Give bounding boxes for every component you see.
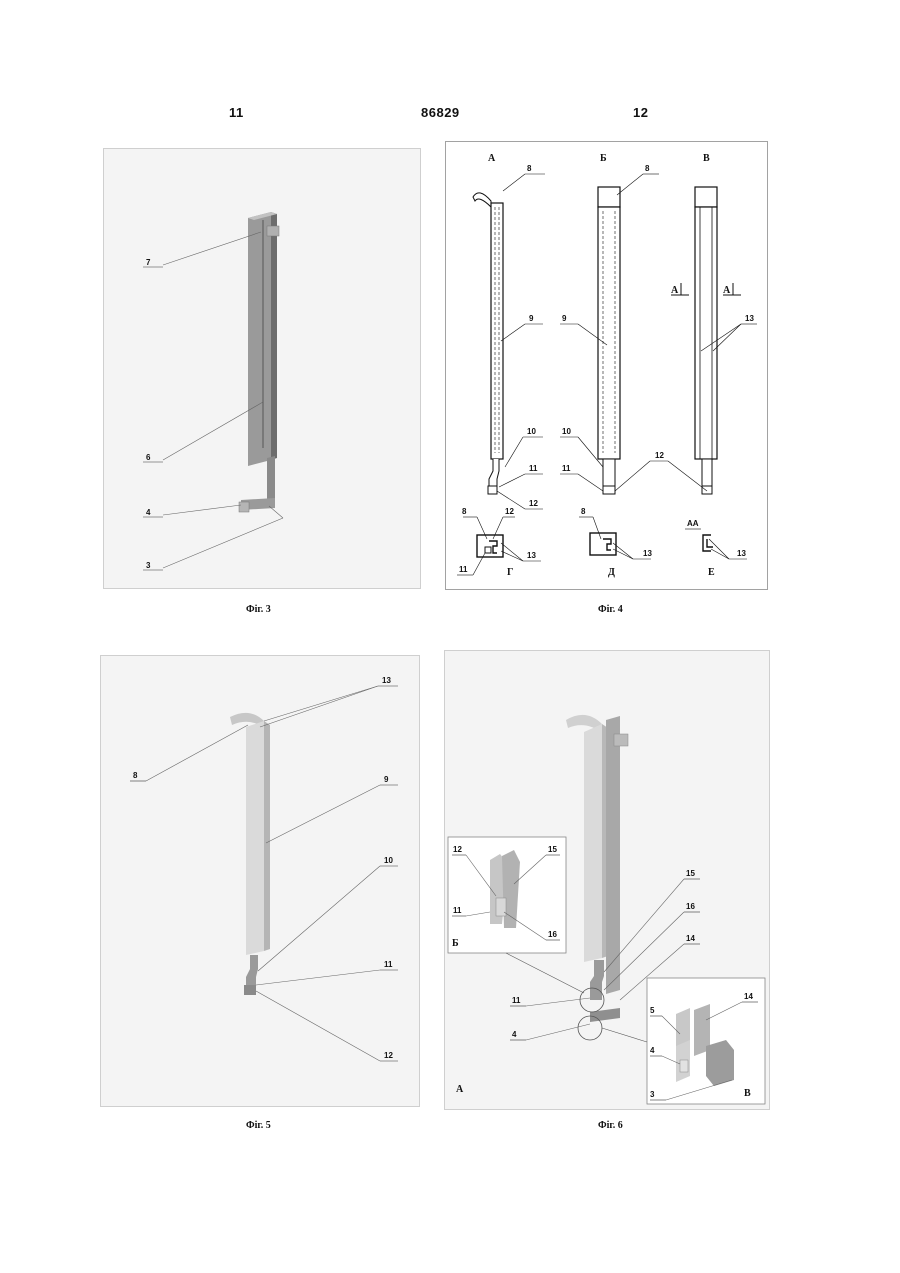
view-a-title: А <box>488 153 496 164</box>
figure-4-drawing: А Б В 8 9 10 11 12 8 <box>445 141 768 590</box>
figure-3-panel: 7 6 4 3 <box>103 148 421 589</box>
figure-3-caption: Фіг. 3 <box>246 604 271 615</box>
fig4-b-label-10: 10 <box>562 427 571 436</box>
fig3-label-6: 6 <box>146 453 151 462</box>
fig4-b-label-11: 11 <box>562 464 571 473</box>
inset-b-label-12: 12 <box>453 845 462 854</box>
fig3-label-3: 3 <box>146 561 151 570</box>
inset-b-tag: Б <box>452 938 459 949</box>
fig6-label-16: 16 <box>686 902 695 911</box>
inset-b-label-11: 11 <box>453 906 462 915</box>
fig5-label-13: 13 <box>382 676 391 685</box>
section-e-title: Е <box>708 567 715 578</box>
fig6-label-14: 14 <box>686 934 695 943</box>
inset-v-label-4: 4 <box>650 1046 655 1055</box>
fig4-b-label-8: 8 <box>645 164 650 173</box>
figure-6-drawing: 12 15 11 16 Б 5 14 4 3 В 15 <box>444 650 770 1110</box>
figure-5-drawing: 13 8 9 10 11 12 <box>100 655 420 1107</box>
fig4-g-label-12: 12 <box>505 507 514 516</box>
section-g-title: Г <box>507 567 513 578</box>
inset-b-label-16: 16 <box>548 930 557 939</box>
figure-5-panel: 13 8 9 10 11 12 <box>100 655 420 1107</box>
section-aa-mark: АА <box>687 519 699 528</box>
fig4-e-label-13: 13 <box>737 549 746 558</box>
fig4-d-label-13: 13 <box>643 549 652 558</box>
inset-b-label-15: 15 <box>548 845 557 854</box>
cut-mark-right: А <box>723 285 731 296</box>
figure-6-caption: Фіг. 6 <box>598 1120 623 1131</box>
figure-4-caption: Фіг. 4 <box>598 604 623 615</box>
fig4-g-label-11: 11 <box>459 565 468 574</box>
fig4-bc-label-12: 12 <box>655 451 664 460</box>
inset-v-label-5: 5 <box>650 1006 655 1015</box>
fig4-d-label-8: 8 <box>581 507 586 516</box>
fig5-label-8: 8 <box>133 771 138 780</box>
figure-3-drawing: 7 6 4 3 <box>103 148 421 589</box>
inset-v-label-3: 3 <box>650 1090 655 1099</box>
inset-v-tag: В <box>744 1088 751 1099</box>
page-number-right: 12 <box>633 105 648 120</box>
figure-4-panel: А Б В 8 9 10 11 12 8 <box>445 141 768 590</box>
fig3-label-7: 7 <box>146 258 151 267</box>
fig6-label-11: 11 <box>512 996 521 1005</box>
fig4-a-label-11: 11 <box>529 464 538 473</box>
figure-5-caption: Фіг. 5 <box>246 1120 271 1131</box>
fig6-label-4: 4 <box>512 1030 517 1039</box>
view-b-title: Б <box>600 153 607 164</box>
fig4-a-label-12: 12 <box>529 499 538 508</box>
page-number-left: 11 <box>229 105 244 120</box>
view-c-title: В <box>703 153 710 164</box>
patent-number: 86829 <box>421 105 460 120</box>
fig4-a-label-10: 10 <box>527 427 536 436</box>
fig4-a-label-8: 8 <box>527 164 532 173</box>
fig5-label-9: 9 <box>384 775 389 784</box>
fig4-c-label-13: 13 <box>745 314 754 323</box>
fig4-a-label-9: 9 <box>529 314 534 323</box>
section-d-title: Д <box>608 567 615 578</box>
cut-mark-left: А <box>671 285 679 296</box>
fig4-g-label-13: 13 <box>527 551 536 560</box>
fig6-label-15: 15 <box>686 869 695 878</box>
fig4-b-label-9: 9 <box>562 314 567 323</box>
fig6-corner-letter: А <box>456 1084 464 1095</box>
fig5-label-11: 11 <box>384 960 393 969</box>
fig5-label-10: 10 <box>384 856 393 865</box>
fig5-label-12: 12 <box>384 1051 393 1060</box>
fig3-label-4: 4 <box>146 508 151 517</box>
inset-v-label-14: 14 <box>744 992 753 1001</box>
fig4-g-label-8: 8 <box>462 507 467 516</box>
figure-6-panel: 12 15 11 16 Б 5 14 4 3 В 15 <box>444 650 770 1110</box>
